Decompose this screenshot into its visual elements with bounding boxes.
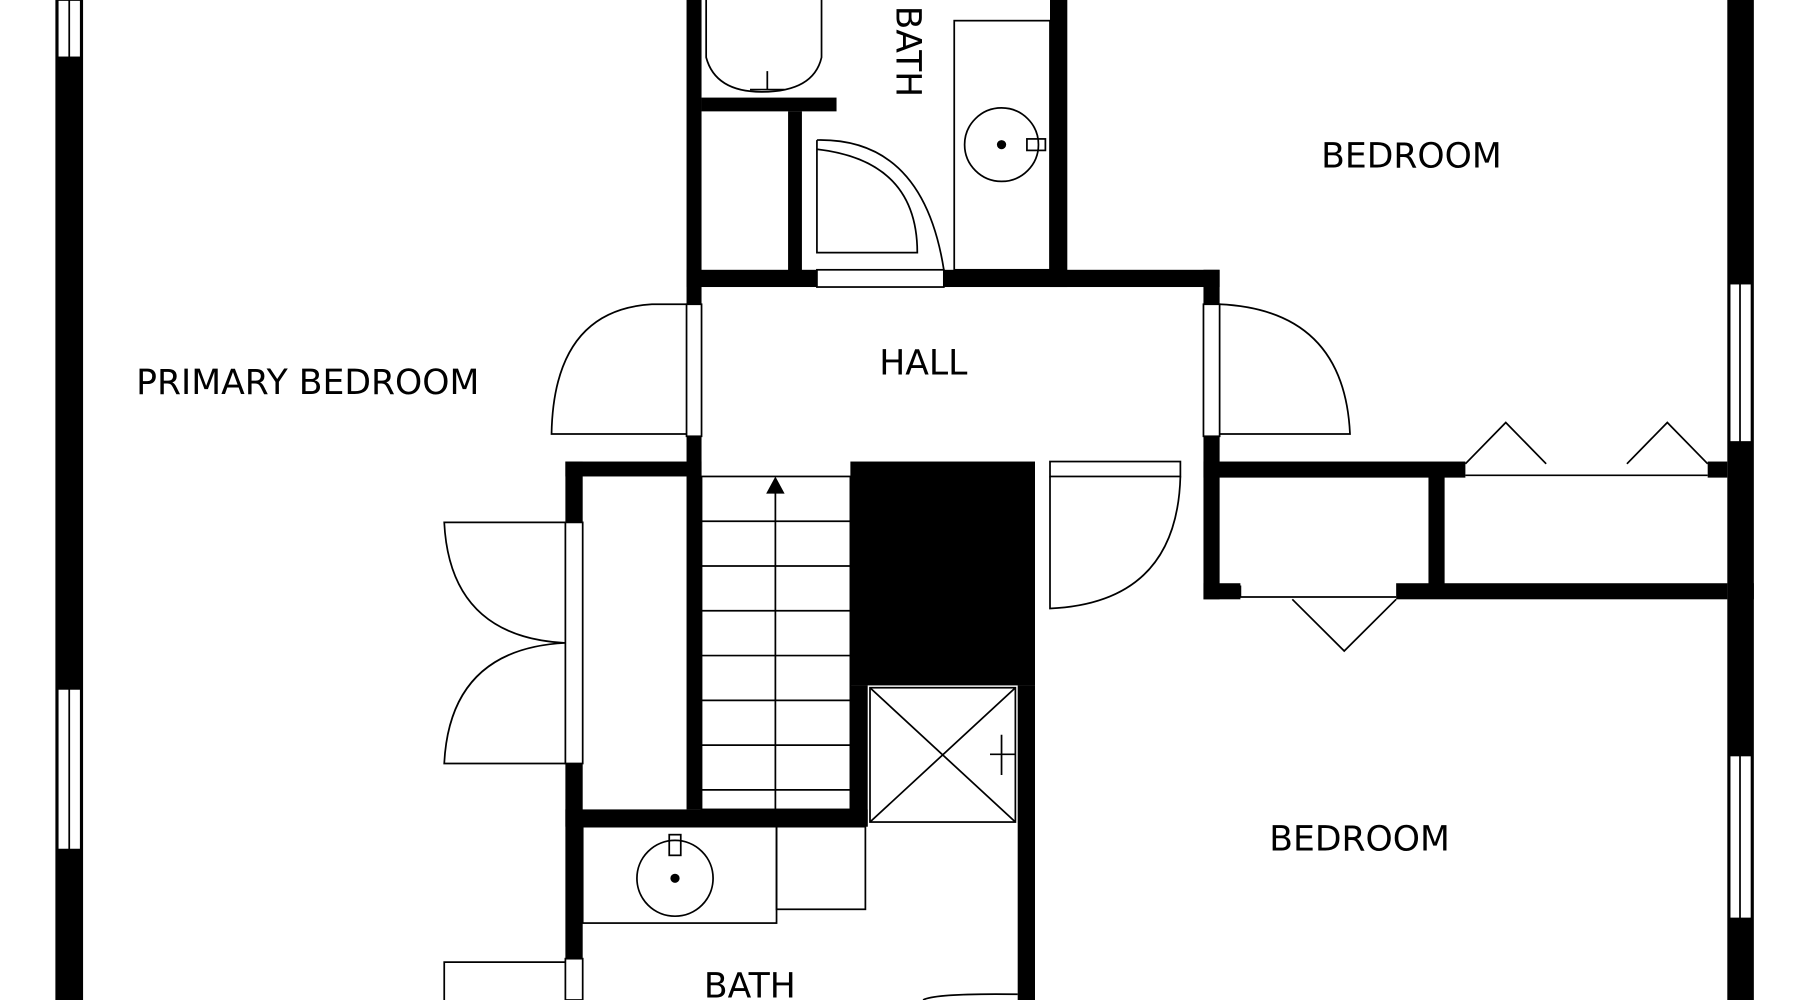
label-primary-bedroom: PRIMARY BEDROOM	[136, 363, 479, 403]
label-bedroom-lower: BEDROOM	[1269, 820, 1450, 860]
vanity-upper	[953, 19, 1051, 271]
bathtub-icon	[705, 0, 823, 93]
sink-icon	[636, 839, 714, 918]
room-labels: PRIMARY BEDROOM HALL BATH BEDROOM BEDROO…	[136, 6, 1502, 1000]
label-hall: HALL	[879, 343, 968, 383]
sink-icon	[963, 107, 1040, 183]
fixtures	[581, 0, 1051, 1000]
label-bedroom-upper: BEDROOM	[1321, 137, 1502, 177]
stair-arrow-icon	[766, 476, 785, 494]
doors	[443, 139, 1709, 1000]
label-bath-lower: BATH	[704, 967, 796, 1000]
windows	[56, 0, 1753, 920]
walls	[55, 0, 1754, 1000]
label-bath-upper: BATH	[888, 6, 928, 97]
stairs	[700, 475, 852, 811]
